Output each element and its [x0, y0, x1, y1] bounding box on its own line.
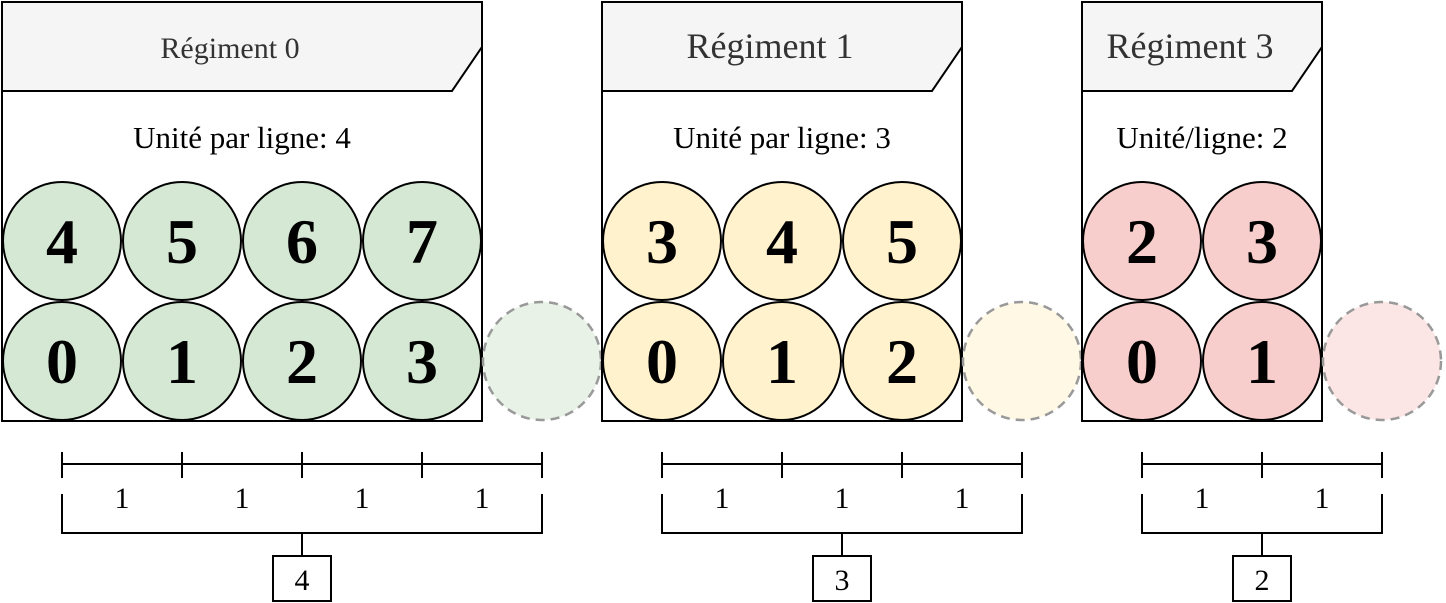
segment-width-label: 1 — [1195, 482, 1210, 515]
sum-bracket — [61, 494, 543, 556]
units-per-line-label: Unité/ligne: 2 — [1116, 120, 1287, 155]
regiment-title-tab — [601, 1, 963, 92]
segment-width-label: 1 — [235, 482, 250, 515]
total-value: 3 — [835, 564, 850, 597]
unit-number: 1 — [766, 326, 798, 397]
regiment-title-tab — [1, 1, 483, 92]
regiment-title: Régiment 0 — [160, 32, 299, 65]
segment-width-label: 1 — [955, 482, 970, 515]
unit-circle — [2, 301, 122, 421]
next-slot-ghost-circle — [961, 300, 1083, 422]
unit-circle — [2, 181, 122, 301]
unit-circle — [1202, 181, 1322, 301]
unit-circle — [842, 181, 962, 301]
unit-circle — [1082, 181, 1202, 301]
sum-bracket — [661, 494, 1023, 556]
unit-number: 5 — [166, 206, 198, 277]
unit-circle — [602, 301, 722, 421]
unit-circle — [122, 301, 242, 421]
unit-circle — [122, 181, 242, 301]
unit-number: 2 — [1126, 206, 1158, 277]
total-box — [1232, 555, 1292, 602]
unit-number: 5 — [886, 206, 918, 277]
unit-circle — [362, 181, 482, 301]
unit-number: 0 — [1126, 326, 1158, 397]
segment-width-label: 1 — [1315, 482, 1330, 515]
regiment-title: Régiment 3 — [1107, 26, 1274, 66]
unit-circle — [602, 181, 722, 301]
segment-width-label: 1 — [715, 482, 730, 515]
unit-number: 6 — [286, 206, 318, 277]
unit-circle — [722, 181, 842, 301]
units-per-line-label: Unité par ligne: 4 — [133, 120, 351, 155]
sum-bracket — [1141, 494, 1383, 556]
unit-number: 4 — [46, 206, 78, 277]
regiment-title: Régiment 1 — [687, 26, 854, 66]
unit-circle — [1082, 301, 1202, 421]
regiment-0: Régiment 0 Unité par ligne: 4 4 5 6 7 0 1 2 3 1 1 1 1… — [1, 1, 603, 602]
unit-number: 3 — [406, 326, 438, 397]
unit-number: 1 — [166, 326, 198, 397]
unit-circle — [242, 181, 362, 301]
unit-number: 3 — [646, 206, 678, 277]
unit-circle — [842, 301, 962, 421]
unit-circle — [722, 301, 842, 421]
regiment-2: Régiment 3 Unité/ligne: 2 2 3 0 1 1 1 2 — [1081, 1, 1443, 602]
total-value: 4 — [295, 564, 310, 597]
unit-number: 7 — [406, 206, 438, 277]
total-box — [272, 555, 332, 602]
unit-circle — [242, 301, 362, 421]
segment-width-label: 1 — [115, 482, 130, 515]
unit-number: 0 — [646, 326, 678, 397]
unit-circle — [1202, 301, 1322, 421]
units-per-line-label: Unité par ligne: 3 — [673, 120, 891, 155]
segment-width-label: 1 — [355, 482, 370, 515]
unit-number: 0 — [46, 326, 78, 397]
next-slot-ghost-circle — [1321, 300, 1443, 422]
regiment-1: Régiment 1 Unité par ligne: 3 3 4 5 0 1 2 1 1 1 3 — [601, 1, 1083, 602]
unit-circle — [362, 301, 482, 421]
segment-width-label: 1 — [475, 482, 490, 515]
next-slot-ghost-circle — [481, 300, 603, 422]
unit-number: 3 — [1246, 206, 1278, 277]
unit-number: 1 — [1246, 326, 1278, 397]
segment-width-label: 1 — [835, 482, 850, 515]
regiment-title-tab — [1081, 1, 1323, 92]
unit-number: 2 — [886, 326, 918, 397]
unit-number: 4 — [766, 206, 798, 277]
unit-number: 2 — [286, 326, 318, 397]
total-box — [812, 555, 872, 602]
total-value: 2 — [1255, 564, 1270, 597]
